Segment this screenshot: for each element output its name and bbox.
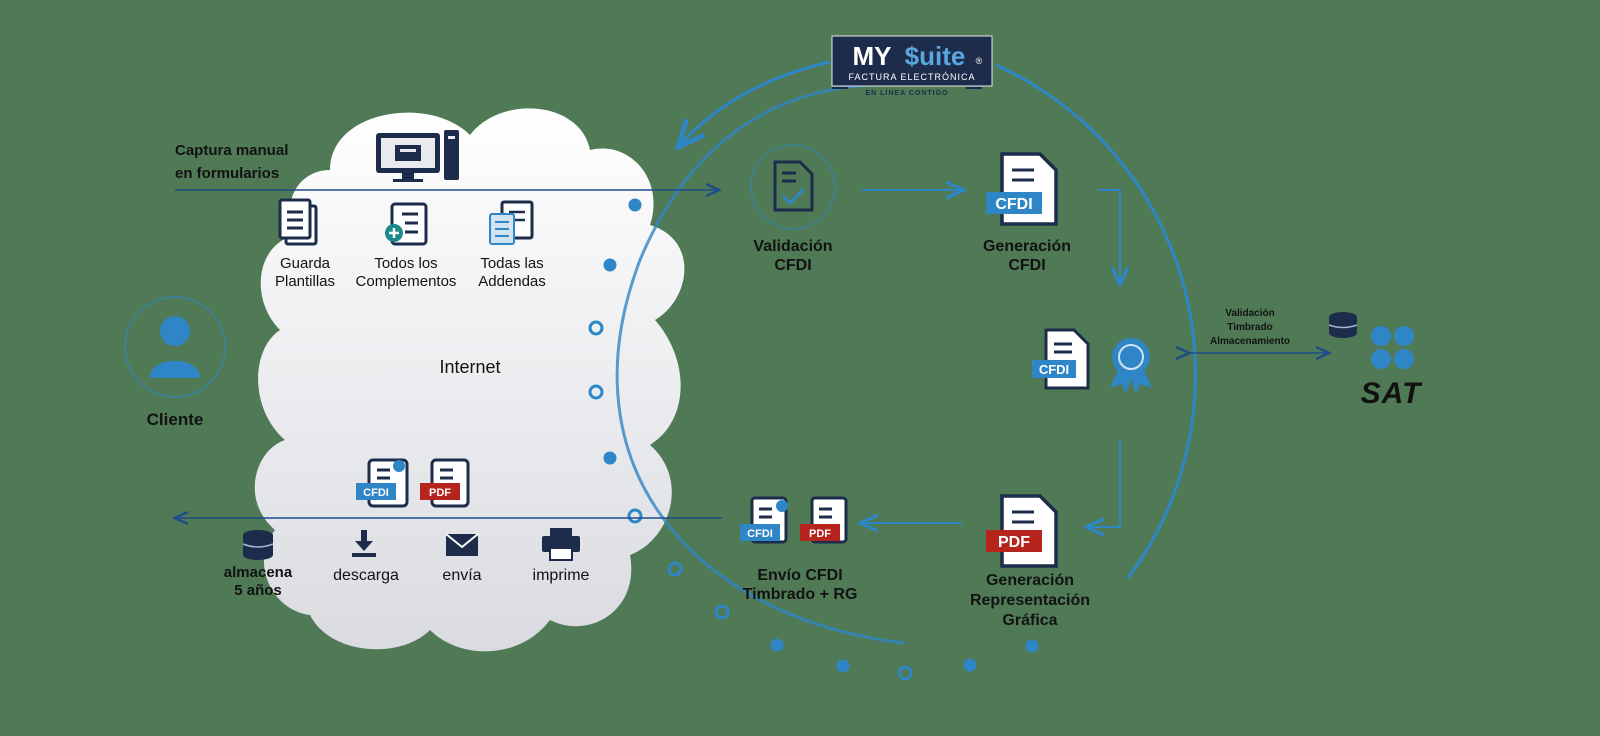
feature-addenda-line2: Addendas [478, 273, 546, 290]
step-send-line1: Envío CFDI [757, 567, 842, 584]
step-representation-line3: Gráfica [1002, 612, 1057, 629]
storage-line1: almacena [224, 564, 293, 581]
envelope-icon [445, 533, 479, 556]
cloud-title: Internet [439, 357, 500, 377]
step-representation-line1: Generación [986, 572, 1074, 589]
step-validation-line1: Validación [753, 238, 832, 255]
stamped-cfdi-icon: CFDI [1032, 328, 1090, 390]
decorative-dots [588, 198, 1039, 681]
send-cfdi-badge: CFDI [747, 528, 773, 540]
mysuite-logo: MY $uite ® FACTURA ELECTRÓNICA EN LÍNEA … [831, 35, 993, 97]
step-generation-line1: Generación [983, 238, 1071, 255]
sat-logo: SAT [1328, 312, 1423, 410]
logo-suite: $uite [905, 41, 966, 71]
computer-icon [376, 130, 459, 182]
validation-icon [750, 144, 836, 230]
sat-exchange-line3: Almacenamiento [1210, 336, 1290, 347]
send-cfdi-doc-icon: CFDI [740, 496, 788, 544]
arrow-generation-down [1098, 189, 1120, 283]
sat-exchange-line1: Validación [1225, 308, 1274, 319]
logo-my: MY [853, 41, 892, 71]
step-generation-line2: CFDI [1008, 257, 1045, 274]
cloud-cfdi-doc-icon: CFDI [356, 458, 409, 508]
download-icon [352, 530, 376, 557]
logo-registered: ® [976, 56, 983, 66]
printer-icon [542, 528, 580, 561]
seal-icon [1110, 338, 1152, 394]
capture-label-line2: en formularios [175, 165, 279, 182]
inner-arc [615, 83, 906, 645]
feature-templates-line1: Guarda [280, 255, 331, 272]
outer-circle [995, 63, 1197, 579]
cloud-cfdi-badge: CFDI [363, 487, 389, 499]
step-send-line2: Timbrado + RG [743, 586, 858, 603]
addenda-icon [489, 200, 534, 245]
action-download: descarga [333, 567, 399, 584]
sat-name: SAT [1361, 377, 1423, 410]
feature-complements-line1: Todos los [374, 255, 437, 272]
send-pdf-doc-icon: PDF [800, 496, 848, 544]
feature-addenda-line1: Todas las [480, 255, 543, 272]
action-send: envía [442, 567, 481, 584]
internet-cloud: Internet [254, 108, 685, 652]
feature-complements-line2: Complementos [356, 273, 457, 290]
stamped-cfdi-badge: CFDI [1039, 362, 1069, 377]
representation-pdf-badge: PDF [998, 534, 1030, 551]
logo-tagline: FACTURA ELECTRÓNICA [848, 72, 975, 82]
step-validation-line2: CFDI [774, 257, 811, 274]
feature-templates-line2: Plantillas [275, 273, 335, 290]
sat-database-icon [1328, 312, 1358, 338]
storage-line2: 5 años [234, 582, 282, 599]
representation-pdf-icon: PDF [986, 494, 1058, 568]
cloud-pdf-badge: PDF [429, 487, 451, 499]
templates-icon [278, 198, 318, 246]
top-return-arc [680, 60, 831, 145]
capture-label-line1: Captura manual [175, 142, 288, 159]
sat-exchange-line2: Timbrado [1227, 322, 1272, 333]
client-label: Cliente [147, 410, 204, 429]
logo-subline: EN LÍNEA CONTIGO [865, 88, 948, 97]
cloud-pdf-doc-icon: PDF [420, 458, 470, 508]
send-pdf-badge: PDF [809, 528, 831, 540]
arrow-stamp-to-representation [1088, 440, 1121, 527]
step-representation-line2: Representación [970, 592, 1090, 609]
action-print: imprime [533, 567, 590, 584]
database-icon [242, 530, 274, 560]
generation-cfdi-badge: CFDI [995, 196, 1032, 213]
client-icon [124, 296, 226, 398]
complements-icon [385, 202, 428, 246]
generation-cfdi-icon: CFDI [986, 152, 1058, 226]
